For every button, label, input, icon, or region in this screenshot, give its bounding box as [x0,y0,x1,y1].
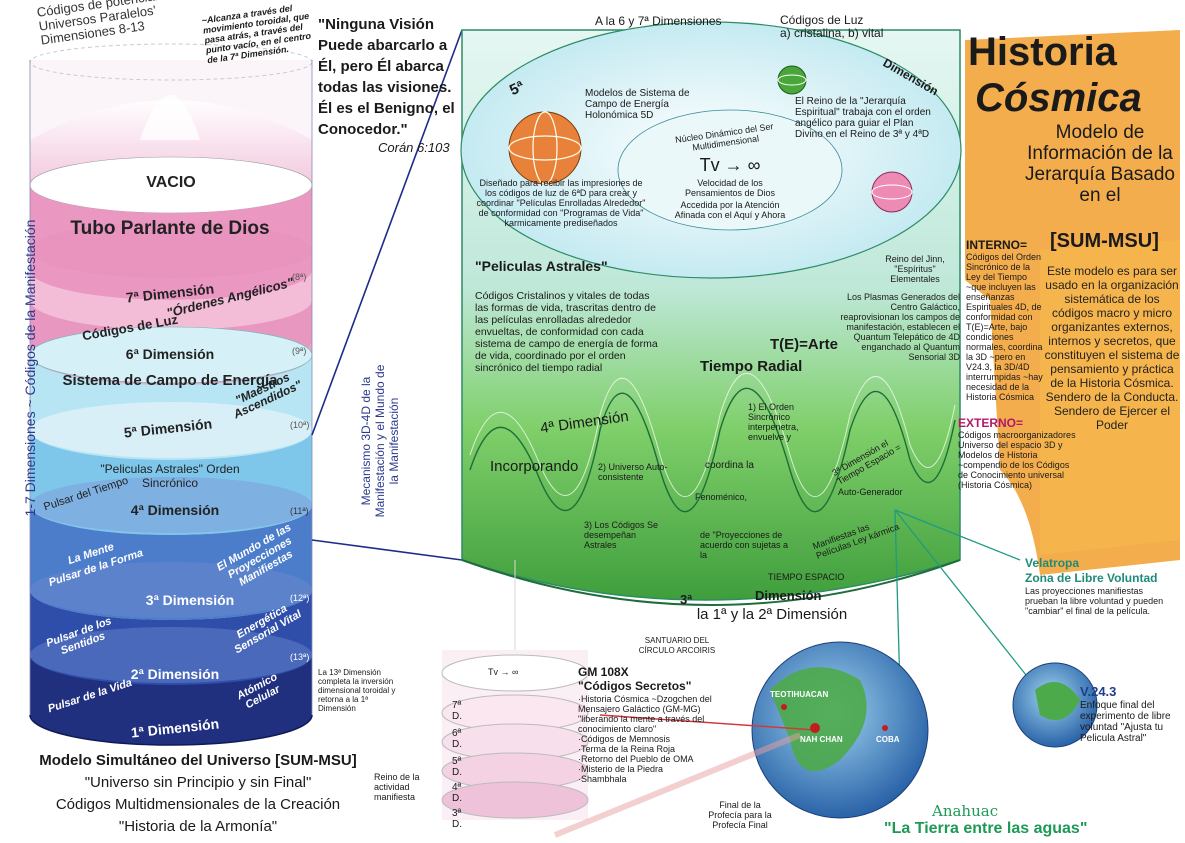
incorporando-label: Incorporando [490,458,579,475]
tubo-label: Tubo Parlante de Dios [70,218,270,239]
title-historia: Historia [968,30,1117,74]
earth-globe [751,641,1098,819]
rainbow-sanctuary: SANTUARIO DEL CÍRCULO ARCOIRIS [638,636,716,655]
radial-time: Tiempo Radial [700,358,803,375]
externo-heading: EXTERNO= [958,416,1024,430]
koran-quote: "Ninguna Visión Puede abarcarlo a Él, pe… [318,16,455,138]
model-line-1: "Universo sin Principio y sin Final" [84,774,312,791]
stack-5d: 5ª D. [452,756,462,778]
coordina-label: coordina la [705,460,754,471]
v243-text: Enfoque final del experimento de libre v… [1080,700,1171,744]
zoom-connector-lines [311,29,463,561]
vacio-label: VACIO [146,174,196,191]
dim-number-10: (10ª) [290,420,310,430]
gm-list-3: ·Terma de la Reina Roja [578,744,676,754]
anahuac-label: Anahuac [932,802,999,820]
spiritual-hierarchy: El Reino de la "Jerarquía Espiritual" tr… [795,96,931,140]
v243-label: V.24.3 [1080,684,1117,699]
coba-label: COBA [876,735,900,744]
free-will-text: Las proyecciones manifiestas prueban la … [1025,586,1164,616]
god-thoughts-speed: Velocidad de los Pensamientos de Dios [684,178,776,198]
projections: de "Proyecciones de acuerdo con sujetas … [700,530,789,560]
big-cylinder [460,21,962,606]
astral-films-text: Códigos Cristalinos y vitales de todas l… [475,290,658,374]
dim-number-12: (12ª) [290,593,310,603]
dim-number-13: (13ª) [290,652,310,662]
sistema-label: Sistema de Campo de Energía [62,372,278,389]
phenomenic-label: Fenoménico, [695,492,748,502]
free-will-lines [894,509,1031,691]
small-stack [441,560,589,820]
interno-text: Códigos del Orden Sincrónico de la Ley d… [966,252,1043,402]
peliculas-label: "Peliculas Astrales" Orden Sincrónico [100,462,240,490]
gm-list-5: ·Misterio de la Piedra [578,764,664,774]
left-cylinder [29,43,313,746]
auto-generator: Auto-Generador [838,487,903,497]
small-tv: Tv → ∞ [488,667,519,677]
time-space: TIEMPO ESPACIO [768,572,845,582]
interno-heading: INTERNO= [966,238,1028,252]
model-title: Modelo Simultáneo del Universo [SUM-MSU] [39,752,357,769]
light-codes: Códigos de Luz a) cristalina, b) vital [780,13,884,40]
model-usage: Este modelo es para ser usado en la orga… [1044,264,1180,432]
quote-source: Corán 6:103 [378,140,450,155]
stack-6d: 6ª D. [452,728,462,750]
prophecy-end: Final de la Profecía para la Profecía Fi… [708,800,772,830]
astral-codes: 3) Los Códigos Se desempeñan Astrales [584,520,659,550]
astral-films-title: "Peliculas Astrales" [475,258,608,274]
gm-list-1: "liberando la mente a través del conocim… [578,714,705,734]
dim6-label: 6ª Dimensión [125,346,215,362]
first-second-dimension: la 1ª y la 2ª Dimensión [696,606,848,623]
title-cosmica: Cósmica [975,76,1142,120]
top-dimensions: A la 6 y 7ª Dimensiones [595,14,722,28]
tv-infinity: Tv → ∞ [699,155,761,175]
gm-list-0: ·Historia Cósmica ~Dzogchen del Mensajer… [578,694,712,714]
self-consistent-universe: 2) Universo Auto-consistente [598,462,668,482]
dim3-bottom-marker: 3ª [680,592,693,607]
dim-number-11: (11ª) [290,506,309,516]
holonomic-models: Modelos de Sistema de Campo de Energía H… [585,88,690,121]
gm-list-4: ·Retorno del Pueblo de OMA [578,754,694,764]
info-model: Modelo de Información de la Jerarquía Ba… [1025,122,1175,206]
dim13-note: La 13ª Dimensión completa la inversión d… [318,668,396,713]
secret-codes: "Códigos Secretos" [578,679,692,693]
jinn-realm: Reino del Jinn, "Espíritus" Elementales [885,254,945,284]
designed-text: Diseñado para recibir las impresiones de… [476,178,646,228]
stack-3d: 3ª D. [452,808,462,830]
attention-access: Accedida por la Atención Afinada con el … [674,200,786,220]
model-line-2: Códigos Multidmensionales de la Creación [55,796,341,813]
dim-number-9: (9ª) [292,346,307,356]
synchronic-order: 1) El Orden Sincrónico interpenetra, env… [748,402,799,442]
manifest-activity: Reino de la actividad manifiesta [374,772,420,802]
mecanismo-label: Mecanismo 3D-4D de la Manifestación y el… [359,364,401,518]
dim2-label: 2ª Dimensión [130,666,220,682]
teotihuacan-label: TEOTIHUACAN [770,690,829,699]
sum-msu: [SUM-MSU] [1050,230,1159,252]
cylinder-vertical-label: 1-7 Dimensiones ~ Códigos de la Manifest… [22,219,38,517]
free-will-zone: Zona de Libre Voluntad [1025,571,1158,585]
gm-list-2: ·Códigos de Memnosis [578,734,671,744]
dim4-label: 4ª Dimensión [130,502,220,518]
gm-list-6: ·Shambhala [578,774,627,784]
time-art-formula: T(E)=Arte [770,336,838,353]
gm-108x: GM 108X [578,665,629,679]
galactic-plasmas: Los Plasmas Generados del Centro Galácti… [840,292,960,362]
nahchan-label: NAH CHAN [800,735,843,744]
stack-7d: 7ª D. [452,700,462,722]
stack-4d: 4ª D. [452,782,462,804]
dim-number-8: (8ª) [292,272,307,282]
externo-text: Códigos macroorganizadores Universo del … [958,430,1076,490]
land-between-waters: "La Tierra entre las aguas" [884,820,1088,837]
dim3-label: 3ª Dimensión [145,592,235,608]
velatropa-label: Velatropa [1025,556,1080,570]
dimension-bottom: Dimensión [755,588,822,603]
model-line-3: "Historia de la Armonía" [118,818,278,835]
